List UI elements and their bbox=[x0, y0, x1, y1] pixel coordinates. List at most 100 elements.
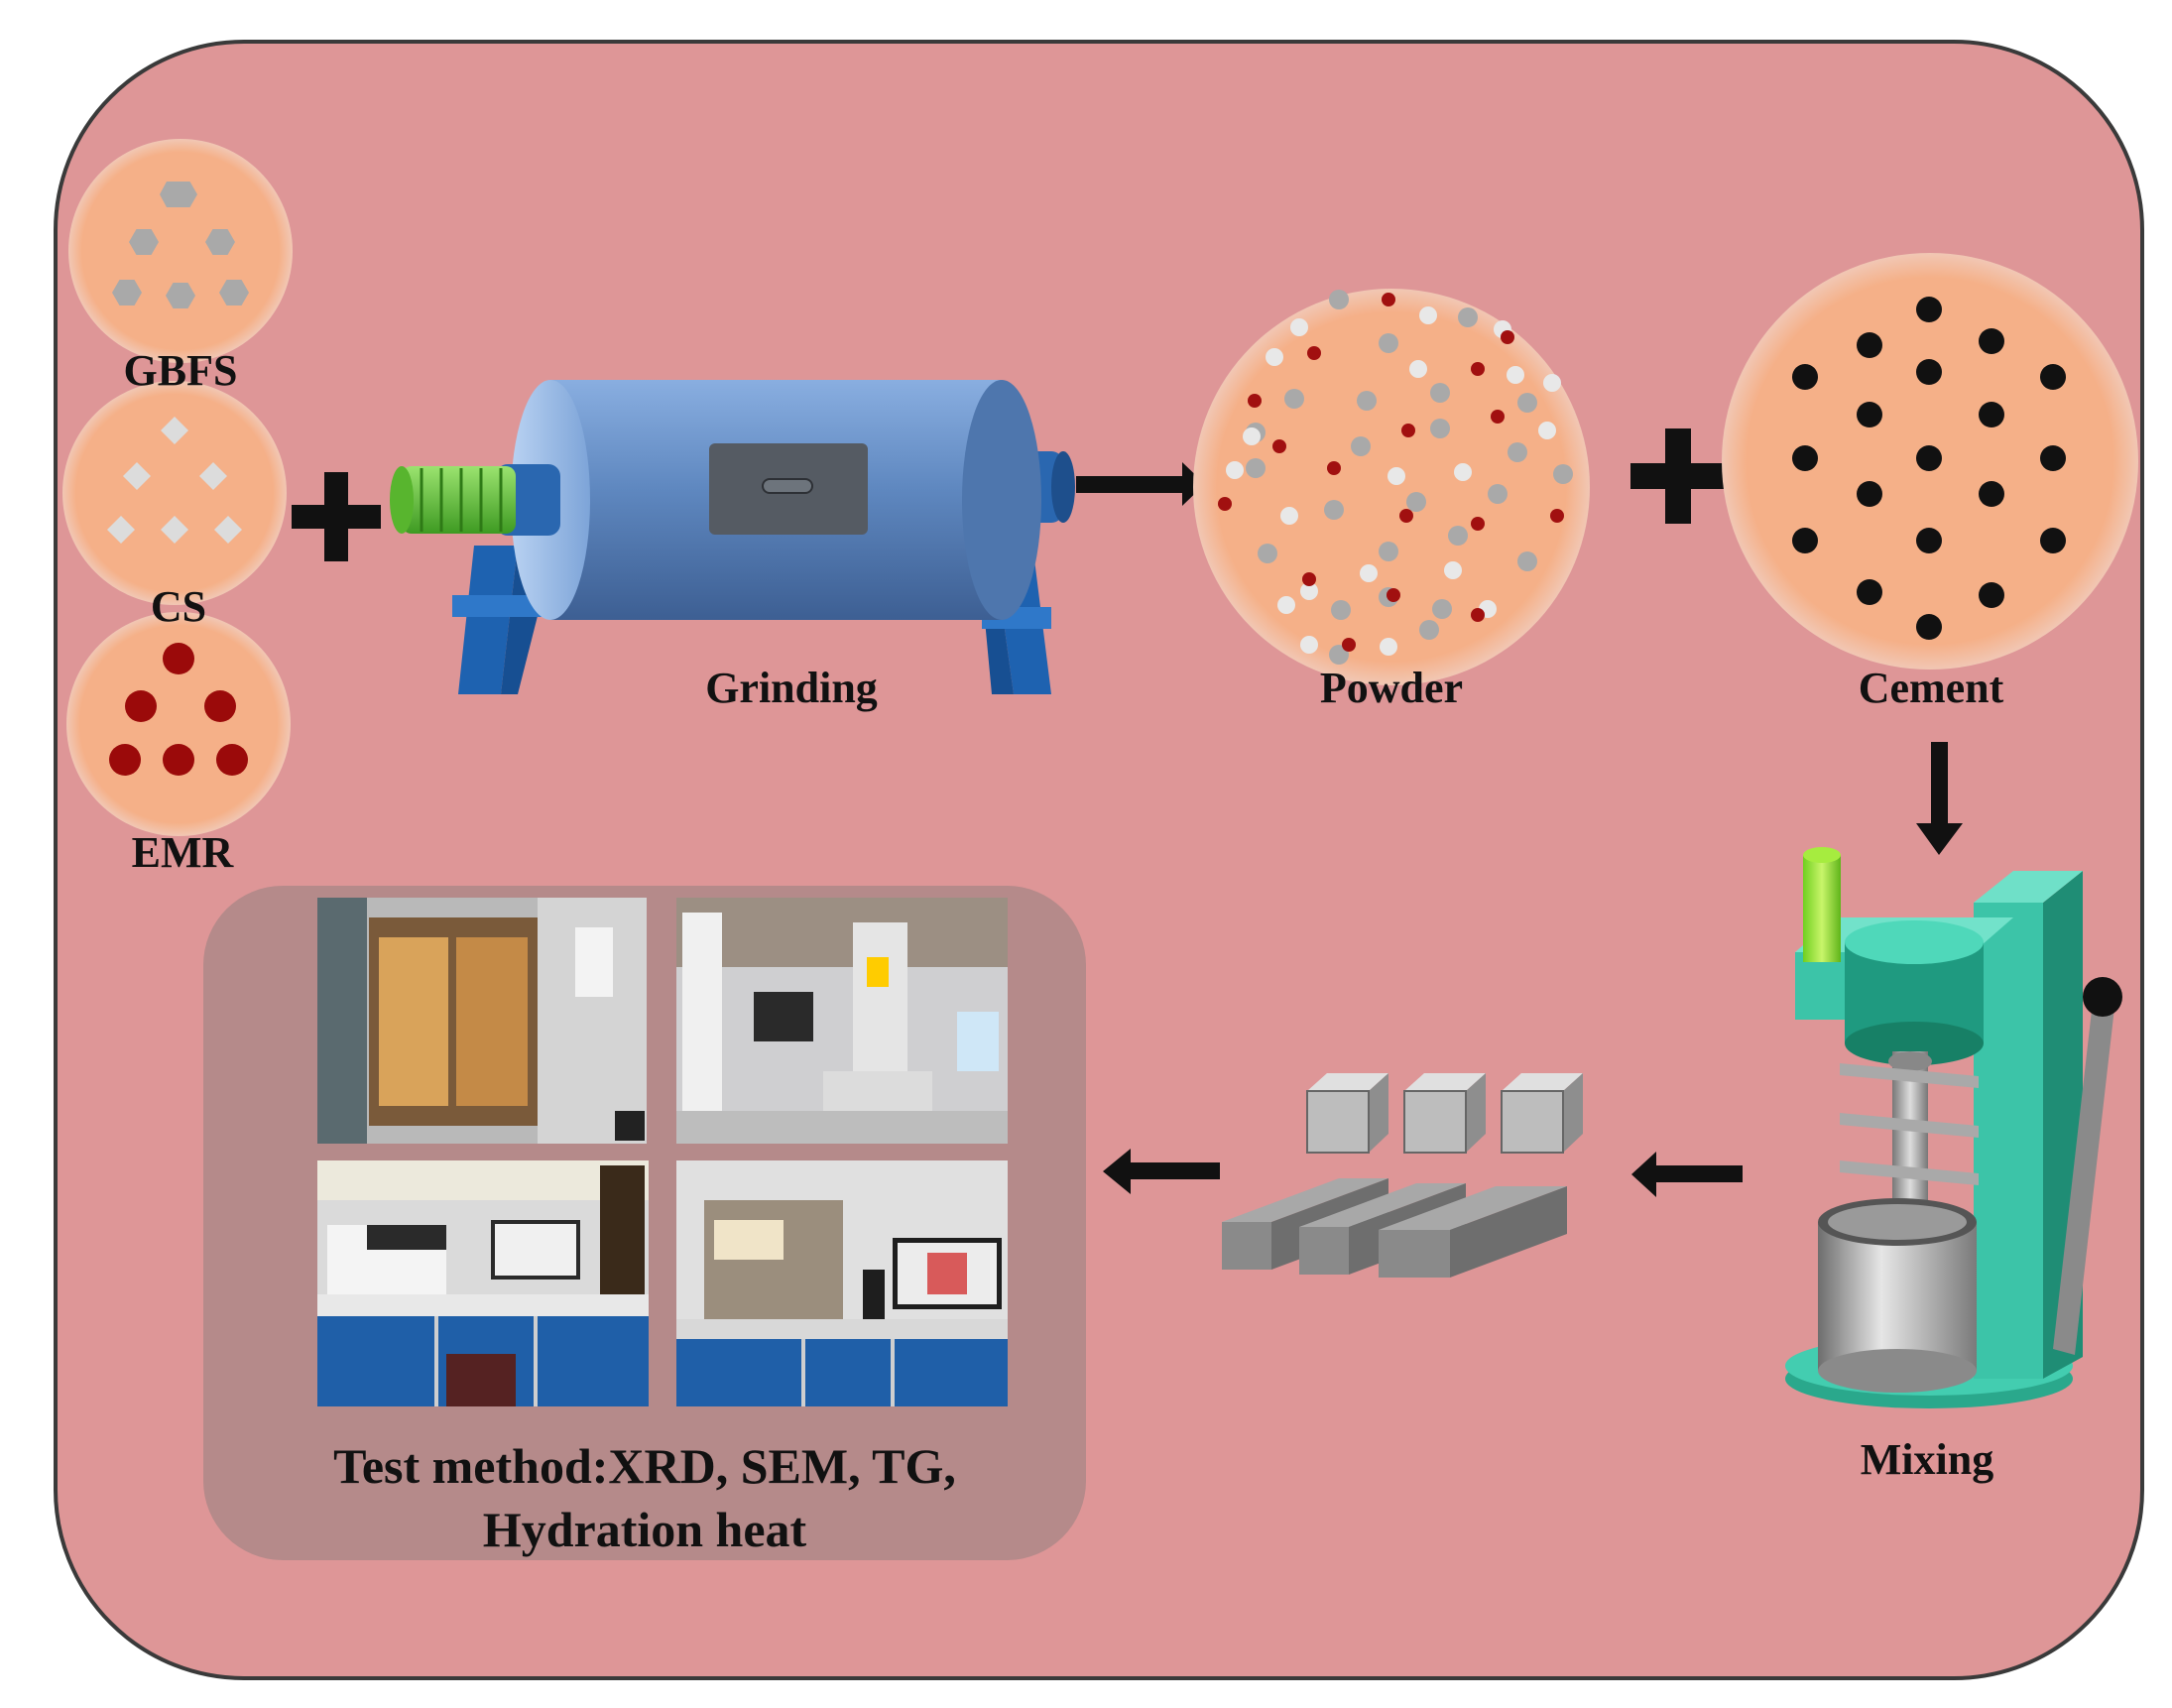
mixer-illustration bbox=[1785, 847, 2122, 1408]
ball-mill-illustration bbox=[390, 380, 1075, 694]
powder-particle bbox=[1471, 362, 1485, 376]
powder-particle bbox=[1399, 509, 1413, 523]
powder-particle bbox=[1543, 374, 1561, 392]
powder-particle bbox=[1329, 645, 1349, 665]
gbfs-particle bbox=[205, 229, 235, 255]
powder-particle bbox=[1329, 290, 1349, 309]
emr-particle bbox=[163, 643, 194, 674]
label-cement: Cement bbox=[1858, 664, 2004, 712]
powder-particle bbox=[1300, 582, 1318, 600]
powder-particle bbox=[1430, 419, 1450, 438]
powder-particle bbox=[1430, 383, 1450, 403]
xrd-instrument-photo bbox=[317, 898, 647, 1144]
powder-particle bbox=[1508, 442, 1527, 462]
powder-particle bbox=[1432, 599, 1452, 619]
cement-particle bbox=[2040, 528, 2066, 553]
powder-particle bbox=[1419, 306, 1437, 324]
cs-disc bbox=[62, 381, 287, 605]
cement-particle bbox=[1916, 297, 1942, 322]
powder-particle bbox=[1471, 608, 1485, 622]
powder-particle bbox=[1218, 497, 1232, 511]
powder-particle bbox=[1538, 422, 1556, 439]
cement-particle bbox=[1857, 332, 1882, 358]
plus-icon bbox=[1630, 428, 1726, 524]
gbfs-disc bbox=[68, 139, 293, 363]
gbfs-particle bbox=[112, 280, 142, 305]
label-emr: EMR bbox=[131, 828, 234, 877]
powder-particle bbox=[1444, 561, 1462, 579]
powder-particle bbox=[1379, 542, 1398, 561]
label-powder: Powder bbox=[1319, 664, 1464, 712]
powder-particle bbox=[1517, 551, 1537, 571]
powder-particle bbox=[1357, 391, 1377, 411]
cement-particle bbox=[1857, 481, 1882, 507]
emr-particle bbox=[163, 744, 194, 776]
cs-particle bbox=[161, 417, 188, 444]
prism-specimens bbox=[1222, 1178, 1567, 1278]
powder-particle bbox=[1471, 517, 1485, 531]
powder-particle bbox=[1324, 500, 1344, 520]
powder-particle bbox=[1454, 463, 1472, 481]
powder-particle bbox=[1351, 436, 1371, 456]
test-method-line2: Hydration heat bbox=[482, 1502, 807, 1557]
powder-particle bbox=[1382, 293, 1395, 306]
gbfs-particle bbox=[129, 229, 159, 255]
powder-particle bbox=[1360, 564, 1378, 582]
arrow-down-icon bbox=[1916, 742, 1963, 855]
powder-particle bbox=[1406, 492, 1426, 512]
label-gbfs: GBFS bbox=[123, 346, 238, 395]
cs-particle bbox=[161, 516, 188, 544]
powder-particle bbox=[1379, 333, 1398, 353]
powder-particle bbox=[1387, 588, 1400, 602]
sem-instrument-photo bbox=[676, 898, 1008, 1144]
powder-particle bbox=[1448, 526, 1468, 546]
powder-particle bbox=[1280, 507, 1298, 525]
emr-particle bbox=[125, 690, 157, 722]
arrow-left-icon bbox=[1631, 1152, 1743, 1197]
arrow-left-icon bbox=[1103, 1149, 1220, 1194]
powder-particle bbox=[1258, 544, 1277, 563]
cement-particle bbox=[1916, 445, 1942, 471]
cube-specimens bbox=[1306, 1073, 1583, 1154]
powder-particle bbox=[1266, 348, 1283, 366]
plus-icon bbox=[292, 472, 381, 561]
powder-particle bbox=[1284, 389, 1304, 409]
cs-particle bbox=[123, 462, 151, 490]
powder-particle bbox=[1388, 467, 1405, 485]
powder-disc bbox=[1193, 289, 1590, 685]
gbfs-particle bbox=[166, 283, 195, 308]
cement-particle bbox=[1857, 579, 1882, 605]
powder-particle bbox=[1331, 600, 1351, 620]
cement-particle bbox=[1979, 402, 2004, 427]
cement-particle bbox=[1979, 328, 2004, 354]
powder-particle bbox=[1553, 464, 1573, 484]
emr-particle bbox=[204, 690, 236, 722]
powder-particle bbox=[1517, 393, 1537, 413]
cement-particle bbox=[1916, 614, 1942, 640]
tg-instrument-photo bbox=[317, 1160, 649, 1406]
cement-particle bbox=[1857, 402, 1882, 427]
cs-particle bbox=[214, 516, 242, 544]
cement-particle bbox=[1792, 445, 1818, 471]
gbfs-particle bbox=[219, 280, 249, 305]
powder-particle bbox=[1246, 458, 1266, 478]
powder-particle bbox=[1409, 360, 1427, 378]
powder-particle bbox=[1307, 346, 1321, 360]
cement-particle bbox=[1979, 481, 2004, 507]
powder-particle bbox=[1272, 439, 1286, 453]
label-grinding: Grinding bbox=[705, 664, 878, 712]
powder-particle bbox=[1501, 330, 1514, 344]
powder-particle bbox=[1342, 638, 1356, 652]
cs-particle bbox=[199, 462, 227, 490]
gbfs-particle bbox=[168, 182, 197, 207]
cs-particle bbox=[107, 516, 135, 544]
powder-particle bbox=[1243, 427, 1261, 445]
hydration-heat-instrument-photo bbox=[676, 1160, 1008, 1406]
powder-particle bbox=[1277, 596, 1295, 614]
cement-particle bbox=[1916, 528, 1942, 553]
test-method-text: Test method:XRD, SEM, TG, Hydration heat bbox=[223, 1434, 1066, 1561]
powder-particle bbox=[1419, 620, 1439, 640]
label-mixing: Mixing bbox=[1860, 1435, 1994, 1484]
cement-particle bbox=[1979, 582, 2004, 608]
